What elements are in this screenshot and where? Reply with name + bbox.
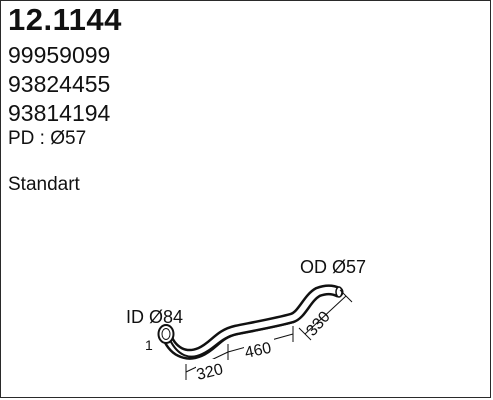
id-label: ID Ø84 <box>126 307 183 327</box>
dimension-tick <box>298 327 312 341</box>
dimension-label-320: 320 <box>195 361 225 384</box>
pipe-outlet-end <box>335 286 343 298</box>
reference-number-3: 93814194 <box>8 100 111 126</box>
label-backing <box>244 337 274 354</box>
pipe-diameter: PD : Ø57 <box>8 128 87 149</box>
dimension-label-330: 330 <box>303 308 334 339</box>
dimension-line-330 <box>304 295 347 335</box>
variant-label: Standart <box>8 174 80 195</box>
pipe-inlet-ring <box>157 324 175 344</box>
pipe-inner <box>163 286 341 358</box>
pipe-body <box>160 284 344 360</box>
reference-number-2: 93824455 <box>8 71 111 97</box>
label-backing <box>196 359 226 376</box>
reference-number-1: 99959099 <box>8 42 111 68</box>
dimension-tick <box>339 289 353 303</box>
part-number: 12.1144 <box>8 2 122 37</box>
end-mark: 1 <box>145 337 153 353</box>
pipe-shade <box>169 321 295 358</box>
od-label: OD Ø57 <box>300 257 366 277</box>
pipe-inlet-ring-inner <box>161 328 171 340</box>
dimension-label-460: 460 <box>243 340 273 362</box>
